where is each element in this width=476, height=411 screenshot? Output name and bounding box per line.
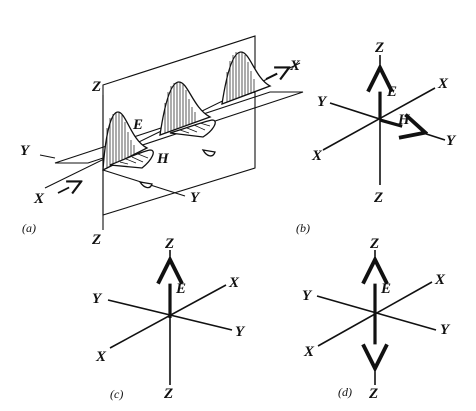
e-wave-2: [159, 81, 212, 136]
label-x-top-d: X: [434, 272, 446, 288]
label-e-c: E: [175, 281, 186, 297]
caption-a: (a): [22, 221, 36, 235]
label-z-top: Z: [91, 79, 101, 95]
e-wave-3: [221, 51, 272, 105]
caption-d: (d): [338, 385, 352, 399]
label-z-bottom-d: Z: [368, 386, 378, 402]
label-y-right-d: Y: [440, 322, 451, 338]
panel-b: Z Z Y Y X X E H (b): [296, 40, 457, 235]
label-x-back: X: [289, 58, 301, 74]
label-x-bottom-c: X: [95, 349, 107, 365]
h-wave-2: [169, 119, 216, 138]
label-y-left-c: Y: [92, 291, 103, 307]
label-e-b: E: [386, 84, 397, 100]
label-h-b: H: [397, 112, 411, 128]
panel-a: Z Z X X Y Y E H (a): [20, 35, 304, 248]
label-x-top-b: X: [437, 76, 449, 92]
h-lower-lobe-2: [201, 149, 216, 157]
h-lower-lobe-1: [138, 181, 153, 189]
label-e: E: [132, 117, 143, 133]
label-e-d: E: [380, 281, 391, 297]
label-x-top-c: X: [228, 275, 240, 291]
label-x-bottom-d: X: [303, 344, 315, 360]
label-y-right-c: Y: [235, 324, 246, 340]
label-x-front: X: [33, 191, 45, 207]
panel-d: Z Z Y Y X X E (d): [302, 236, 451, 402]
label-z-bottom: Z: [91, 232, 101, 248]
e-wave-1: [102, 111, 149, 172]
label-y-left-b: Y: [317, 94, 328, 110]
label-y-left: Y: [20, 143, 31, 159]
h-vector-b: [379, 120, 423, 132]
panel-c: Z Z Y Y X X E (c): [92, 236, 246, 402]
label-z-top-d: Z: [369, 236, 379, 252]
y-axis-left-a: [39, 154, 56, 159]
x-arrow-back: [265, 68, 288, 79]
label-y-right: Y: [190, 190, 201, 206]
label-h: H: [156, 151, 170, 167]
label-z-bottom-b: Z: [373, 190, 383, 206]
label-z-bottom-c: Z: [163, 386, 173, 402]
x-axis-c: [109, 284, 227, 349]
h-wave-1: [109, 149, 154, 169]
label-x-bottom-b: X: [311, 148, 323, 164]
caption-c: (c): [110, 387, 123, 401]
x-arrow-front: [57, 182, 80, 193]
label-y-right-b: Y: [446, 133, 457, 149]
label-z-top-c: Z: [164, 236, 174, 252]
caption-b: (b): [296, 221, 310, 235]
label-z-top-b: Z: [374, 40, 384, 56]
label-y-left-d: Y: [302, 288, 313, 304]
